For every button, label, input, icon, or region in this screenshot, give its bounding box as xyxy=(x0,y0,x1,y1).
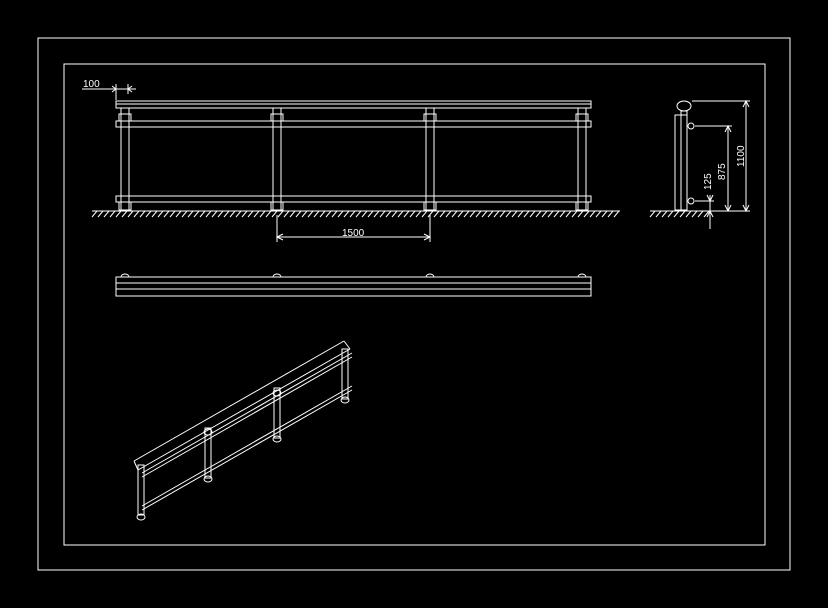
middle-rail xyxy=(115,120,592,128)
post-4 xyxy=(575,107,589,211)
iso-post-3 xyxy=(273,387,281,439)
iso-post-2 xyxy=(204,427,212,479)
post-3 xyxy=(423,107,437,211)
dim-rail-mid-label: 875 xyxy=(717,163,728,180)
iso-handrail xyxy=(133,340,345,462)
dim-rail-low-label: 125 xyxy=(703,173,714,190)
iso-post-4 xyxy=(341,348,349,400)
post-1 xyxy=(118,107,132,211)
side-handrail-cap xyxy=(676,100,692,112)
side-elevation-view xyxy=(649,99,750,229)
front-elevation-view xyxy=(82,84,620,242)
plan-rail-outline xyxy=(115,276,592,297)
outer-sheet-border xyxy=(37,37,791,571)
iso-lower-rail xyxy=(141,385,353,507)
post-2 xyxy=(270,107,284,211)
dim-post-spacing-label: 1500 xyxy=(342,228,365,239)
ground-hatch xyxy=(91,210,620,218)
isometric-view xyxy=(133,340,353,521)
bottom-rail xyxy=(115,195,592,203)
dim-overhang-label: 100 xyxy=(83,79,100,90)
inner-drawing-frame xyxy=(63,63,766,546)
iso-post-1 xyxy=(137,464,145,516)
dim-total-height-label: 1100 xyxy=(736,145,747,167)
plan-view xyxy=(115,273,592,297)
iso-upper-rail xyxy=(141,352,353,474)
